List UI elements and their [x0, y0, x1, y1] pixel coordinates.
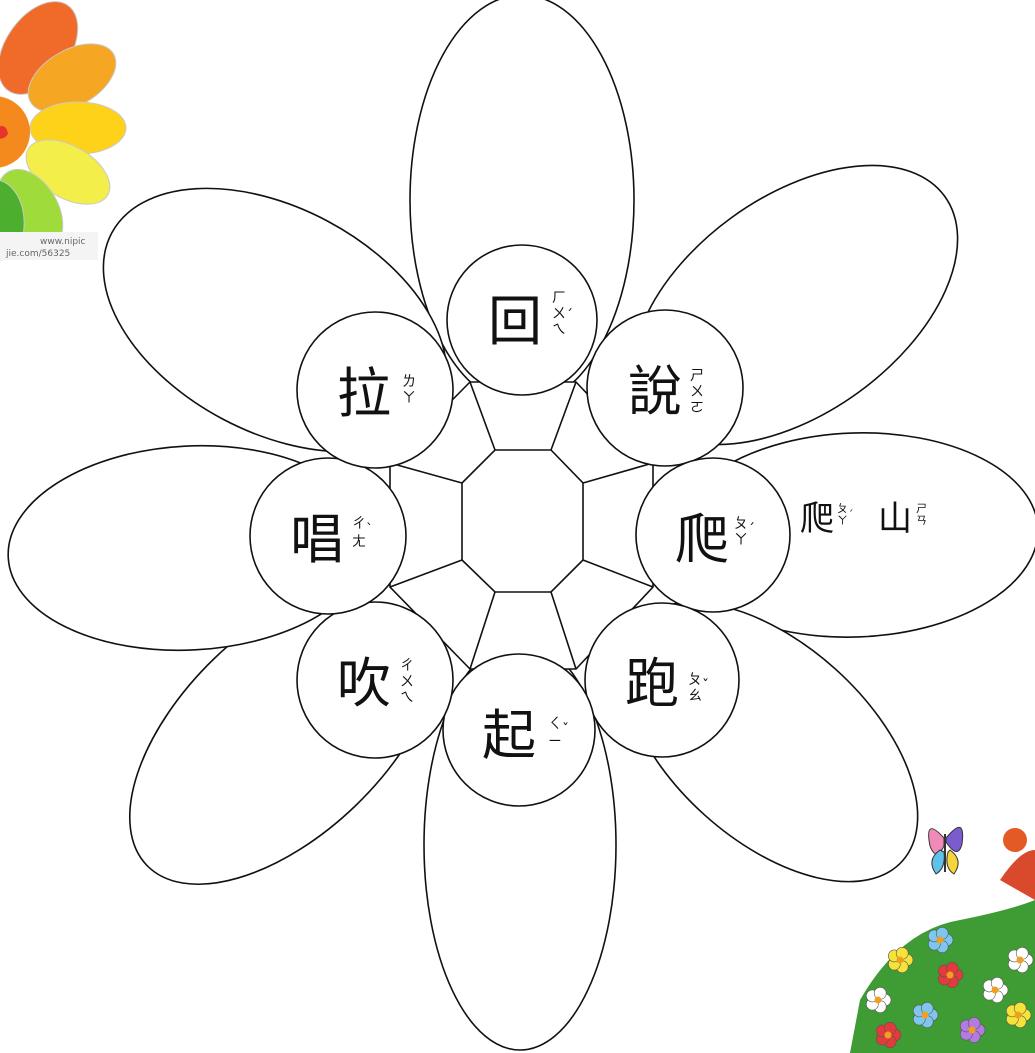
char-chang: 唱 [290, 508, 344, 571]
zhuyin-hui-2: ㄨ [552, 306, 566, 322]
char-pa: 爬 [675, 508, 729, 571]
zhuyin-shuo-2: ㄨ [690, 384, 704, 400]
zhuyin-hui-1: ㄏ [552, 290, 566, 306]
circle-la: 拉 ㄌ ㄚ [297, 312, 453, 468]
char-hui: 回 [488, 290, 542, 353]
zhuyin-pao-2: ㄠ [688, 688, 702, 704]
circle-shuo: 說 ㄕ ㄨ ㄛ [587, 310, 743, 466]
sun-flower-clipart: www.nipic jie.com/56325 [0, 0, 128, 262]
char-la: 拉 [337, 362, 391, 425]
inner-octagon [462, 450, 583, 592]
tone-pao: ˇ [702, 678, 709, 694]
watermark-line1: www.nipic [40, 237, 86, 247]
zhuyin-qi-1: ㄑ [548, 716, 562, 732]
circle-pao: 跑 ㄆ ㄠ ˇ [585, 603, 739, 757]
char-pao: 跑 [625, 652, 679, 715]
zhuyin-chang-2: ㄤ [352, 534, 366, 550]
tone-chang: ˋ [366, 522, 373, 538]
circle-chang: 唱 ㄔ ㄤ ˋ [250, 458, 406, 614]
zhuyin-chui-2: ㄨ [400, 674, 414, 690]
answer-char-1: 爬 [800, 499, 834, 539]
char-qi: 起 [482, 704, 536, 767]
circle-pa: 爬 ㄆ ㄚ ˊ [636, 458, 790, 612]
tone-hui: ˊ [566, 308, 573, 324]
circle-chui: 吹 ㄔ ㄨ ㄟ [297, 602, 453, 758]
zhuyin-hui-3: ㄟ [552, 322, 566, 338]
answer-zhuyin-2b: ㄢ [916, 514, 927, 527]
tone-pa: ˊ [748, 522, 755, 538]
circle-qi: 起 ㄑ ㄧ ˇ [443, 654, 595, 806]
zhuyin-shuo-3: ㄛ [690, 400, 704, 416]
answer-zhuyin-1b: ㄚ [837, 514, 848, 527]
answer-tone-1: ˊ [848, 508, 854, 521]
zhuyin-chang-1: ㄔ [352, 516, 366, 532]
watermark-line2: jie.com/56325 [5, 249, 70, 259]
zhuyin-pa-1: ㄆ [734, 516, 748, 532]
zhuyin-la-2: ㄚ [402, 390, 416, 406]
zhuyin-la-1: ㄌ [402, 374, 416, 390]
zhuyin-pao-1: ㄆ [688, 672, 702, 688]
circle-hui: 回 ㄏ ㄨ ㄟ ˊ [447, 245, 597, 395]
char-chui: 吹 [337, 652, 391, 715]
tone-qi: ˇ [562, 722, 569, 738]
butterfly-clipart [929, 827, 963, 874]
zhuyin-pa-2: ㄚ [734, 532, 748, 548]
zhuyin-shuo-1: ㄕ [690, 368, 704, 384]
zhuyin-chui-1: ㄔ [400, 658, 414, 674]
zhuyin-chui-3: ㄟ [400, 690, 414, 706]
char-shuo: 說 [628, 360, 682, 423]
zhuyin-qi-2: ㄧ [548, 734, 562, 750]
answer-char-2: 山 [878, 499, 912, 539]
